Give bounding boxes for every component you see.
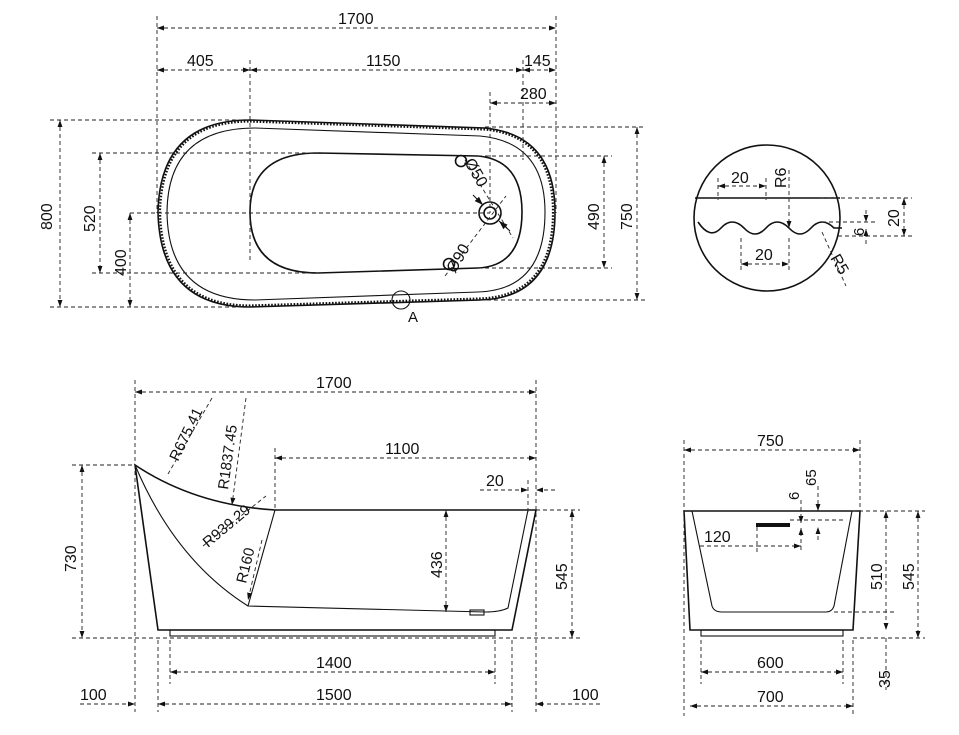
outer-rim-scallop (158, 120, 555, 307)
drain-arrow-a (472, 194, 484, 206)
overflow-hole-top (454, 154, 468, 168)
dim-label-pitch-bottom: 20 (755, 247, 773, 264)
detail-a-marker (391, 290, 411, 310)
detail-wave (697, 221, 842, 235)
dim-label-base-height: 35 (877, 670, 894, 688)
end-view: 750 65 6 120 510 545 600 35 700 (683, 433, 925, 716)
dim-label-overall-width: 750 (757, 433, 784, 450)
dim-label-radius-1: R675.41 (166, 405, 206, 463)
detail-a-view: 20 R6 20 6 20 R5 (693, 144, 912, 292)
dim-label-base-outer: 1500 (316, 687, 352, 704)
dim-label-floor-width: 400 (113, 249, 130, 276)
side-inner-edge (247, 509, 276, 607)
dim-label-radius-2: R1837.45 (215, 424, 241, 491)
dim-label-rim-height: 545 (901, 563, 918, 590)
dim-label-base-inner: 1400 (316, 655, 352, 672)
detail-circle (693, 144, 841, 292)
top-view: A 1700 405 1150 145 280 800 520 400 (39, 11, 646, 326)
outer-rim-outline (157, 119, 556, 308)
dim-label-outer-width-right: 750 (619, 203, 636, 230)
dim-label-margin-right: 100 (572, 687, 599, 704)
dim-label-overflow-height: 65 (803, 469, 820, 486)
side-drain (469, 609, 485, 616)
side-outer-profile (133, 463, 537, 631)
dim-label-margin-left: 100 (80, 687, 107, 704)
dim-label-overflow-offset: 120 (704, 529, 731, 546)
dim-label-inner-length: 1100 (385, 441, 420, 458)
dim-label-inner-width-right: 490 (586, 203, 603, 230)
dim-label-height: 20 (886, 209, 903, 227)
detail-a-label: A (408, 309, 418, 326)
end-base (700, 629, 844, 637)
dim-label-inner-height: 510 (869, 563, 886, 590)
dim-label-radius-top: R6 (773, 167, 790, 188)
dim-label-overall-length: 1700 (338, 11, 374, 28)
leader-radius-1 (167, 397, 213, 475)
dim-label-rim-thickness: 20 (486, 473, 504, 490)
dim-label-total-height: 730 (63, 545, 80, 572)
dim-label-base-outer: 700 (757, 689, 784, 706)
dim-label-overall-length: 1700 (316, 375, 352, 392)
dim-label-pitch-top: 20 (731, 170, 749, 187)
side-base (169, 629, 496, 637)
dim-label-depth: 6 (851, 228, 868, 236)
leader-radius-2 (230, 397, 247, 506)
end-overflow (756, 523, 790, 527)
dim-label-inner-depth: 436 (429, 551, 446, 578)
drain-outer (478, 201, 502, 225)
dim-label-base-inner: 600 (757, 655, 784, 672)
dim-label-seg-mid: 1150 (366, 53, 401, 70)
dim-label-overflow-dim: 6 (786, 492, 803, 500)
leader-overflow-dia (444, 195, 507, 277)
dim-label-drain-offset: 280 (520, 86, 547, 103)
leader-drain-dia (464, 159, 514, 239)
dim-label-seg-left: 405 (187, 53, 214, 70)
drain-arrow-b (498, 220, 511, 232)
side-inner-profile (134, 464, 529, 613)
dim-label-inner-width-left: 520 (82, 205, 99, 232)
dim-label-overflow-dia: Ø90 (444, 241, 474, 276)
dim-label-radius-3: R939.29 (200, 502, 254, 551)
dim-label-rim-height: 545 (554, 563, 571, 590)
side-view: 1700 R675.41 R1837.45 1100 20 R939.29 R1… (63, 375, 600, 712)
leader-radius-4 (247, 539, 263, 601)
leader-radius-bottom (821, 231, 847, 287)
inner-rim-outline (166, 127, 546, 301)
end-inner-profile (691, 510, 853, 613)
dim-label-overall-width: 800 (39, 203, 56, 230)
dim-label-radius-4: R160 (233, 546, 258, 585)
dim-label-seg-right: 145 (524, 53, 551, 70)
dim-label-drain-dia: Ø50 (461, 156, 491, 191)
